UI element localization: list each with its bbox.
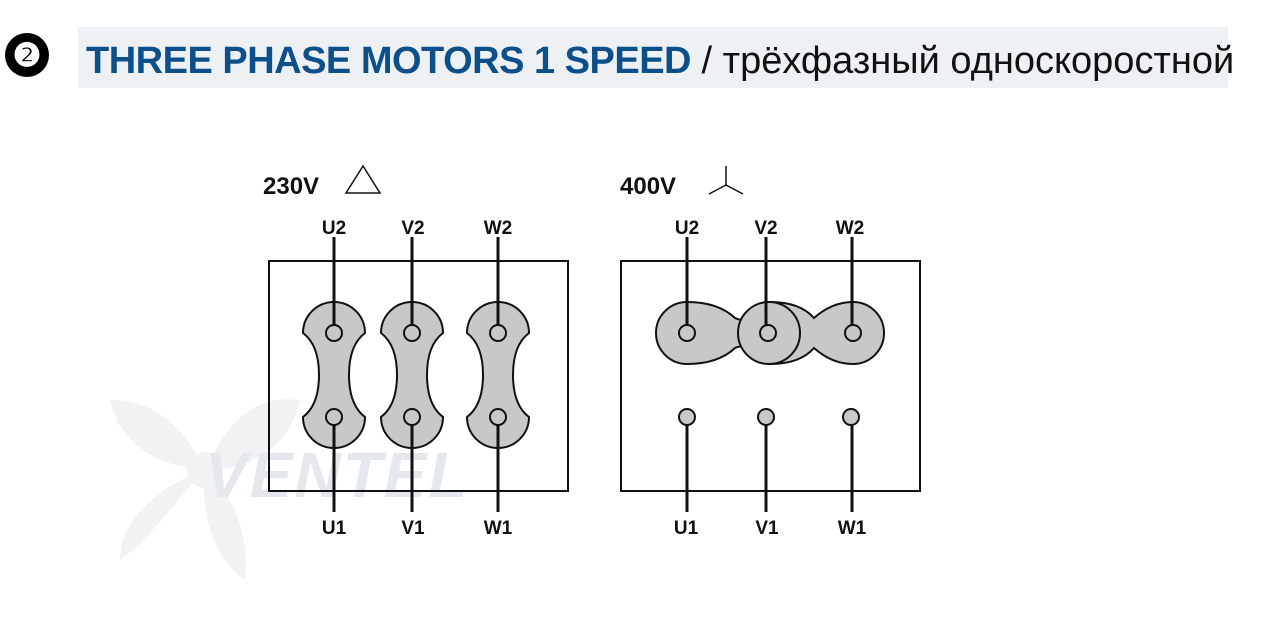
- delta-triangle-icon: [344, 164, 382, 194]
- delta-label-u2: U2: [322, 218, 346, 239]
- ventel-watermark: VENTEL: [110, 399, 469, 580]
- star-terminal-v1: [757, 408, 775, 426]
- delta-link-v: [379, 301, 445, 449]
- title-separator: /: [690, 40, 723, 82]
- delta-terminal-v1: [403, 408, 421, 426]
- star-label-u2: U2: [675, 218, 699, 239]
- title-russian: трёхфазный односкоростной: [722, 40, 1235, 82]
- delta-terminal-w2: [489, 324, 507, 342]
- watermark-text: VENTEL: [205, 439, 469, 511]
- star-terminal-u1: [678, 408, 696, 426]
- delta-label-v2: V2: [401, 218, 424, 239]
- star-terminal-box: [620, 260, 921, 492]
- page-title: THREE PHASE MOTORS 1 SPEED / трёхфазный …: [86, 37, 1234, 85]
- delta-voltage-label: 230V: [263, 173, 319, 200]
- delta-terminal-w1: [489, 408, 507, 426]
- step-number-badge: ❷: [5, 33, 49, 77]
- star-voltage-label: 400V: [620, 173, 676, 200]
- delta-label-u1: U1: [322, 518, 347, 539]
- delta-connection-panel: 230V U2 V2 W2: [263, 164, 569, 539]
- star-wye-icon: [708, 166, 744, 195]
- delta-terminal-u1: [325, 408, 343, 426]
- star-connection-panel: 400V U2 V2 W2: [620, 166, 921, 539]
- star-terminal-v2: [759, 324, 777, 342]
- star-label-v2: V2: [754, 218, 777, 239]
- delta-terminal-box: [268, 260, 569, 492]
- star-terminal-u2: [678, 324, 696, 342]
- star-wires: [685, 237, 854, 512]
- delta-link-w: [465, 301, 531, 449]
- delta-wires: [332, 237, 500, 512]
- delta-terminal-u2: [325, 324, 343, 342]
- delta-terminal-v2: [403, 324, 421, 342]
- delta-label-v1: V1: [401, 518, 425, 539]
- star-label-w1: W1: [838, 518, 867, 539]
- title-english: THREE PHASE MOTORS 1 SPEED: [86, 40, 691, 82]
- star-terminal-w1: [842, 408, 860, 426]
- delta-label-w1: W1: [484, 518, 513, 539]
- header-band: [78, 27, 1228, 88]
- delta-link-u: [301, 301, 367, 449]
- star-terminal-w2: [844, 324, 862, 342]
- star-label-v1: V1: [755, 518, 779, 539]
- fan-icon: [110, 399, 300, 580]
- star-label-w2: W2: [836, 218, 865, 239]
- star-label-u1: U1: [674, 518, 699, 539]
- delta-label-w2: W2: [484, 218, 513, 239]
